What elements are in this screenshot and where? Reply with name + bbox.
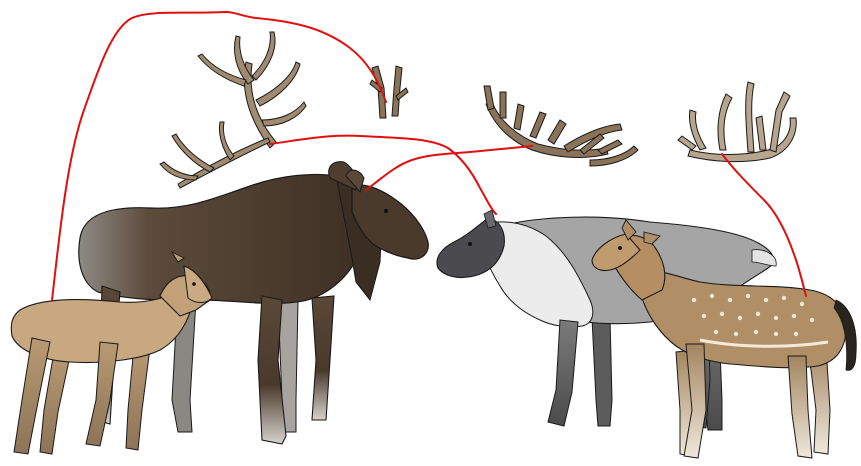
moose-antler-icon [484, 86, 638, 166]
red-deer-antler-icon [160, 32, 306, 188]
fallow-antler-icon [678, 82, 796, 162]
connector-moose-to-moose-antler [366, 146, 532, 190]
roe-deer-antler-icon [370, 66, 408, 118]
